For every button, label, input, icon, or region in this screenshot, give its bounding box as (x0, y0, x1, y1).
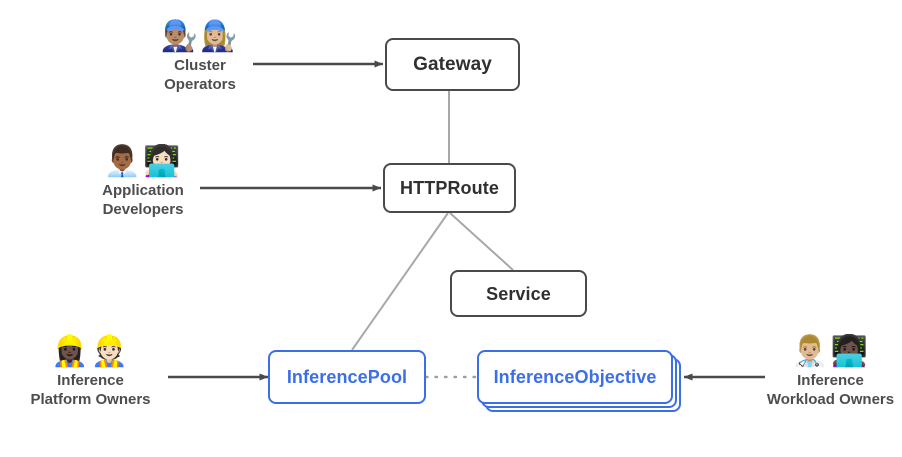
actor-inference-workload-owners-line2: Workload Owners (766, 391, 895, 408)
edge-httproute-to-inferencepool (351, 212, 449, 351)
actor-inference-workload-owners[interactable]: 👨🏼‍⚕️👩🏿‍💻 Inference Workload Owners (763, 335, 898, 409)
edge-httproute-to-service (449, 212, 514, 271)
actor-inference-workload-owners-line1: Inference (797, 372, 864, 389)
construction-workers-icon: 👷🏿‍♀️👷🏻 (51, 335, 130, 368)
node-httproute-label: HTTPRoute (400, 178, 499, 198)
node-inferenceobjective-label: InferenceObjective (493, 367, 657, 387)
mechanics-icon: 👨🏽‍🔧👩🏼‍🔧 (160, 20, 240, 53)
actor-cluster-operators-line2: Operators (164, 76, 236, 93)
actor-cluster-operators-line1: Cluster (174, 57, 226, 74)
actor-application-developers-line1: Application (102, 182, 184, 199)
actor-inference-platform-owners[interactable]: 👷🏿‍♀️👷🏻 Inference Platform Owners (8, 335, 173, 409)
node-inferenceobjective[interactable]: InferenceObjective (477, 350, 673, 404)
actor-inference-platform-owners-line2: Platform Owners (30, 391, 151, 408)
node-gateway[interactable]: Gateway (385, 38, 520, 91)
office-worker-and-technologist-icon: 👨🏾‍💼👩🏻‍💻 (103, 145, 183, 178)
node-gateway-label: Gateway (413, 54, 492, 75)
node-inferencepool[interactable]: InferencePool (268, 350, 426, 404)
health-worker-and-technologist-icon: 👨🏼‍⚕️👩🏿‍💻 (791, 335, 870, 368)
actor-cluster-operators[interactable]: 👨🏽‍🔧👩🏼‍🔧 Cluster Operators (130, 20, 270, 94)
node-service[interactable]: Service (450, 270, 587, 317)
node-service-label: Service (486, 283, 551, 304)
actor-inference-platform-owners-line1: Inference (57, 372, 124, 389)
node-inferencepool-label: InferencePool (286, 367, 408, 387)
actor-application-developers[interactable]: 👨🏾‍💼👩🏻‍💻 Application Developers (58, 145, 228, 219)
actor-application-developers-line2: Developers (102, 201, 184, 218)
node-httproute[interactable]: HTTPRoute (383, 163, 516, 213)
